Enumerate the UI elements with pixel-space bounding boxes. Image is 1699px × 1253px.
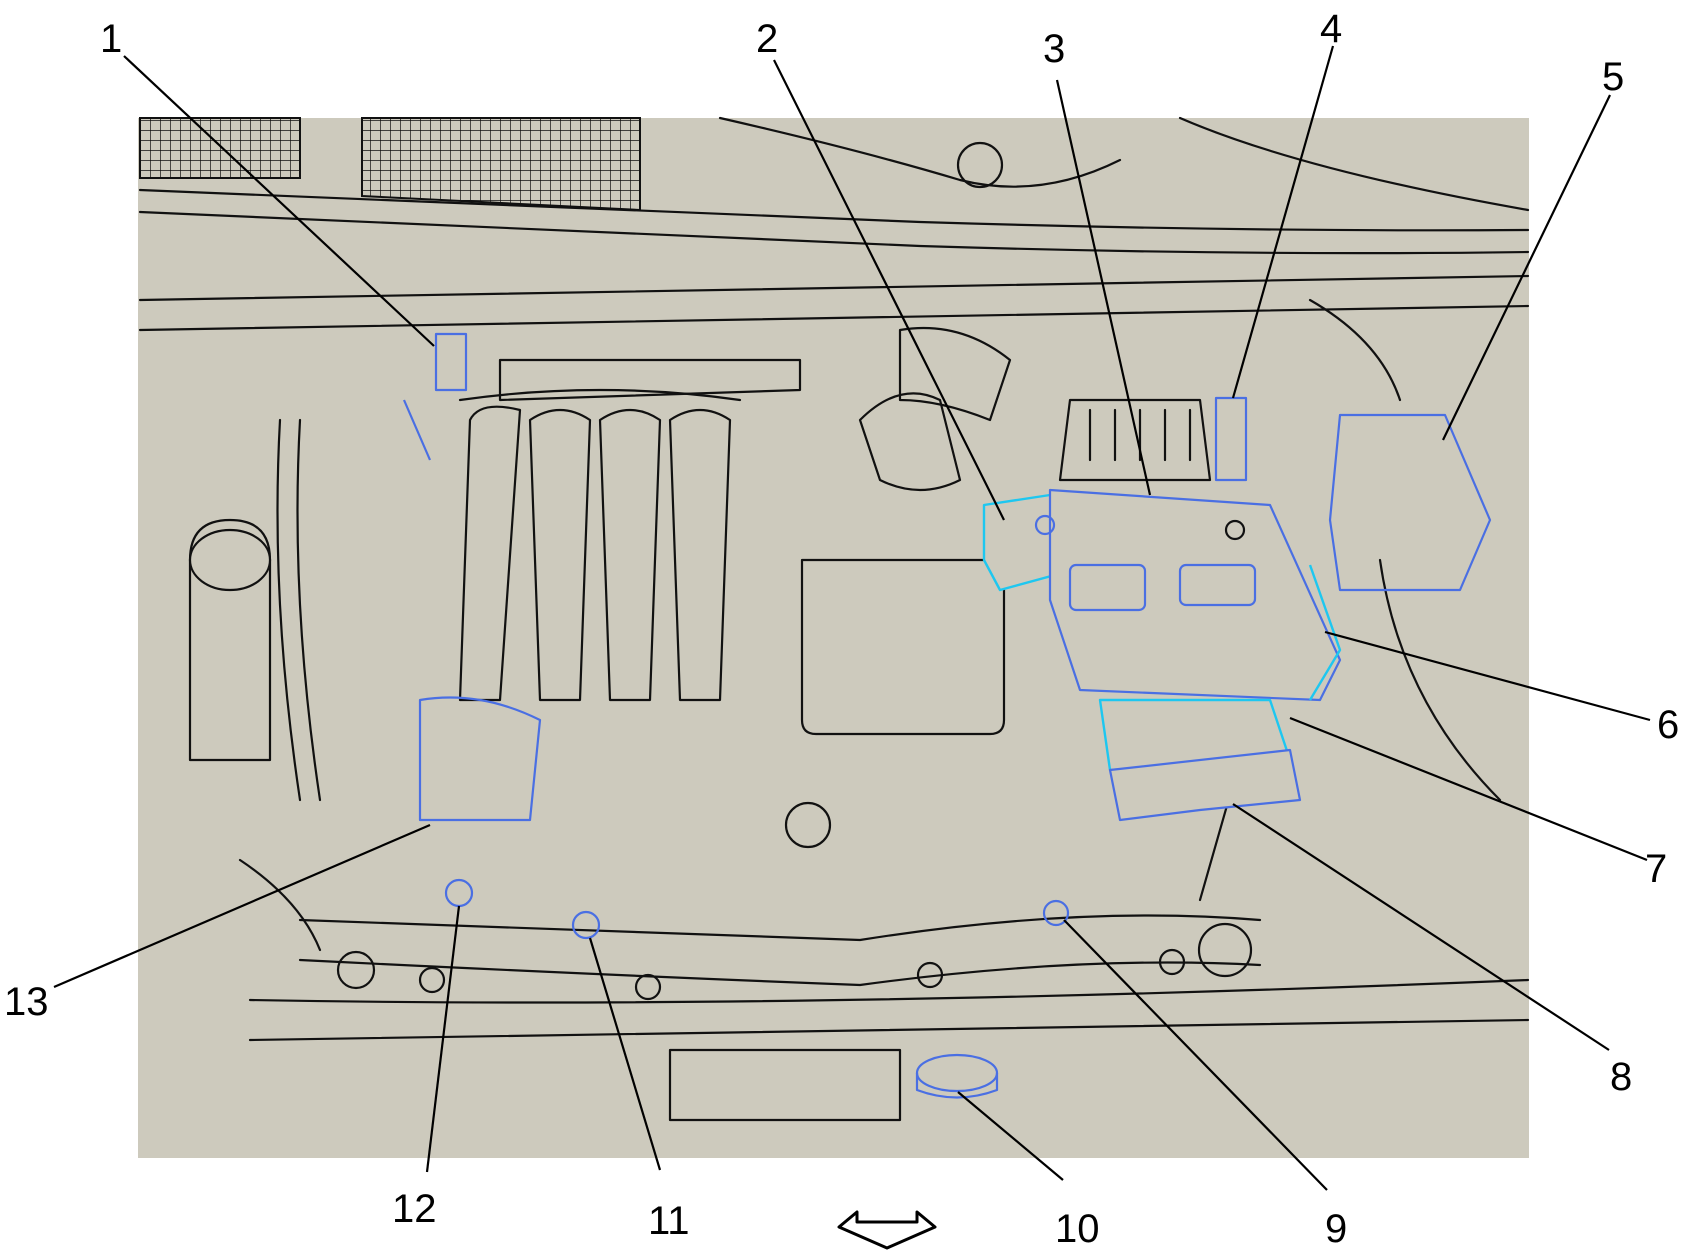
component-13-highlight — [418, 696, 542, 822]
leader-line-9 — [1063, 919, 1328, 1191]
callout-11: 11 — [648, 1199, 690, 1243]
fuse-box-highlight — [1328, 413, 1492, 592]
air-cleaner-cover — [800, 558, 1006, 736]
callout-4: 4 — [1320, 7, 1342, 51]
leader-line-7 — [1289, 716, 1648, 862]
callout-numbers: 1 2 3 4 5 6 7 8 9 10 11 12 13 — [4, 7, 1679, 1251]
leader-line-3 — [1055, 79, 1152, 496]
leader-line-12 — [425, 905, 461, 1173]
leader-line-2 — [773, 59, 1005, 521]
cowl-grill-center — [361, 117, 641, 212]
callout-2: 2 — [756, 17, 778, 61]
component-11-highlight — [571, 910, 601, 940]
engine-line-art — [138, 116, 1530, 1122]
leader-lines — [53, 45, 1651, 1191]
highlighted-components — [402, 332, 1492, 1099]
callout-1: 1 — [100, 17, 122, 61]
callout-13: 13 — [4, 980, 49, 1024]
callout-12: 12 — [392, 1187, 437, 1231]
leader-line-8 — [1232, 803, 1610, 1051]
callout-6: 6 — [1657, 703, 1679, 747]
battery-highlight — [1048, 488, 1342, 702]
component-8-highlight — [1108, 748, 1302, 822]
leader-line-11 — [588, 937, 662, 1171]
leader-line-4 — [1231, 45, 1335, 399]
leader-line-10 — [957, 1091, 1064, 1181]
component-9-highlight — [1042, 899, 1070, 927]
vehicle-front-arrow-icon — [837, 1210, 937, 1250]
leader-line-13 — [53, 823, 431, 989]
component-10-highlight — [915, 1053, 999, 1093]
leader-line-6 — [1324, 630, 1651, 722]
callout-3: 3 — [1043, 27, 1065, 71]
leader-line-5 — [1442, 94, 1611, 441]
component-1-highlight — [402, 332, 468, 461]
cowl-grill-left — [139, 117, 301, 179]
callout-5: 5 — [1602, 55, 1624, 99]
component-6-highlight — [1308, 564, 1342, 701]
callout-10: 10 — [1055, 1207, 1100, 1251]
component-4-highlight — [1214, 396, 1248, 482]
callout-9: 9 — [1325, 1207, 1347, 1251]
callout-8: 8 — [1610, 1055, 1632, 1099]
callout-7: 7 — [1645, 847, 1667, 891]
leader-line-1 — [123, 55, 435, 347]
